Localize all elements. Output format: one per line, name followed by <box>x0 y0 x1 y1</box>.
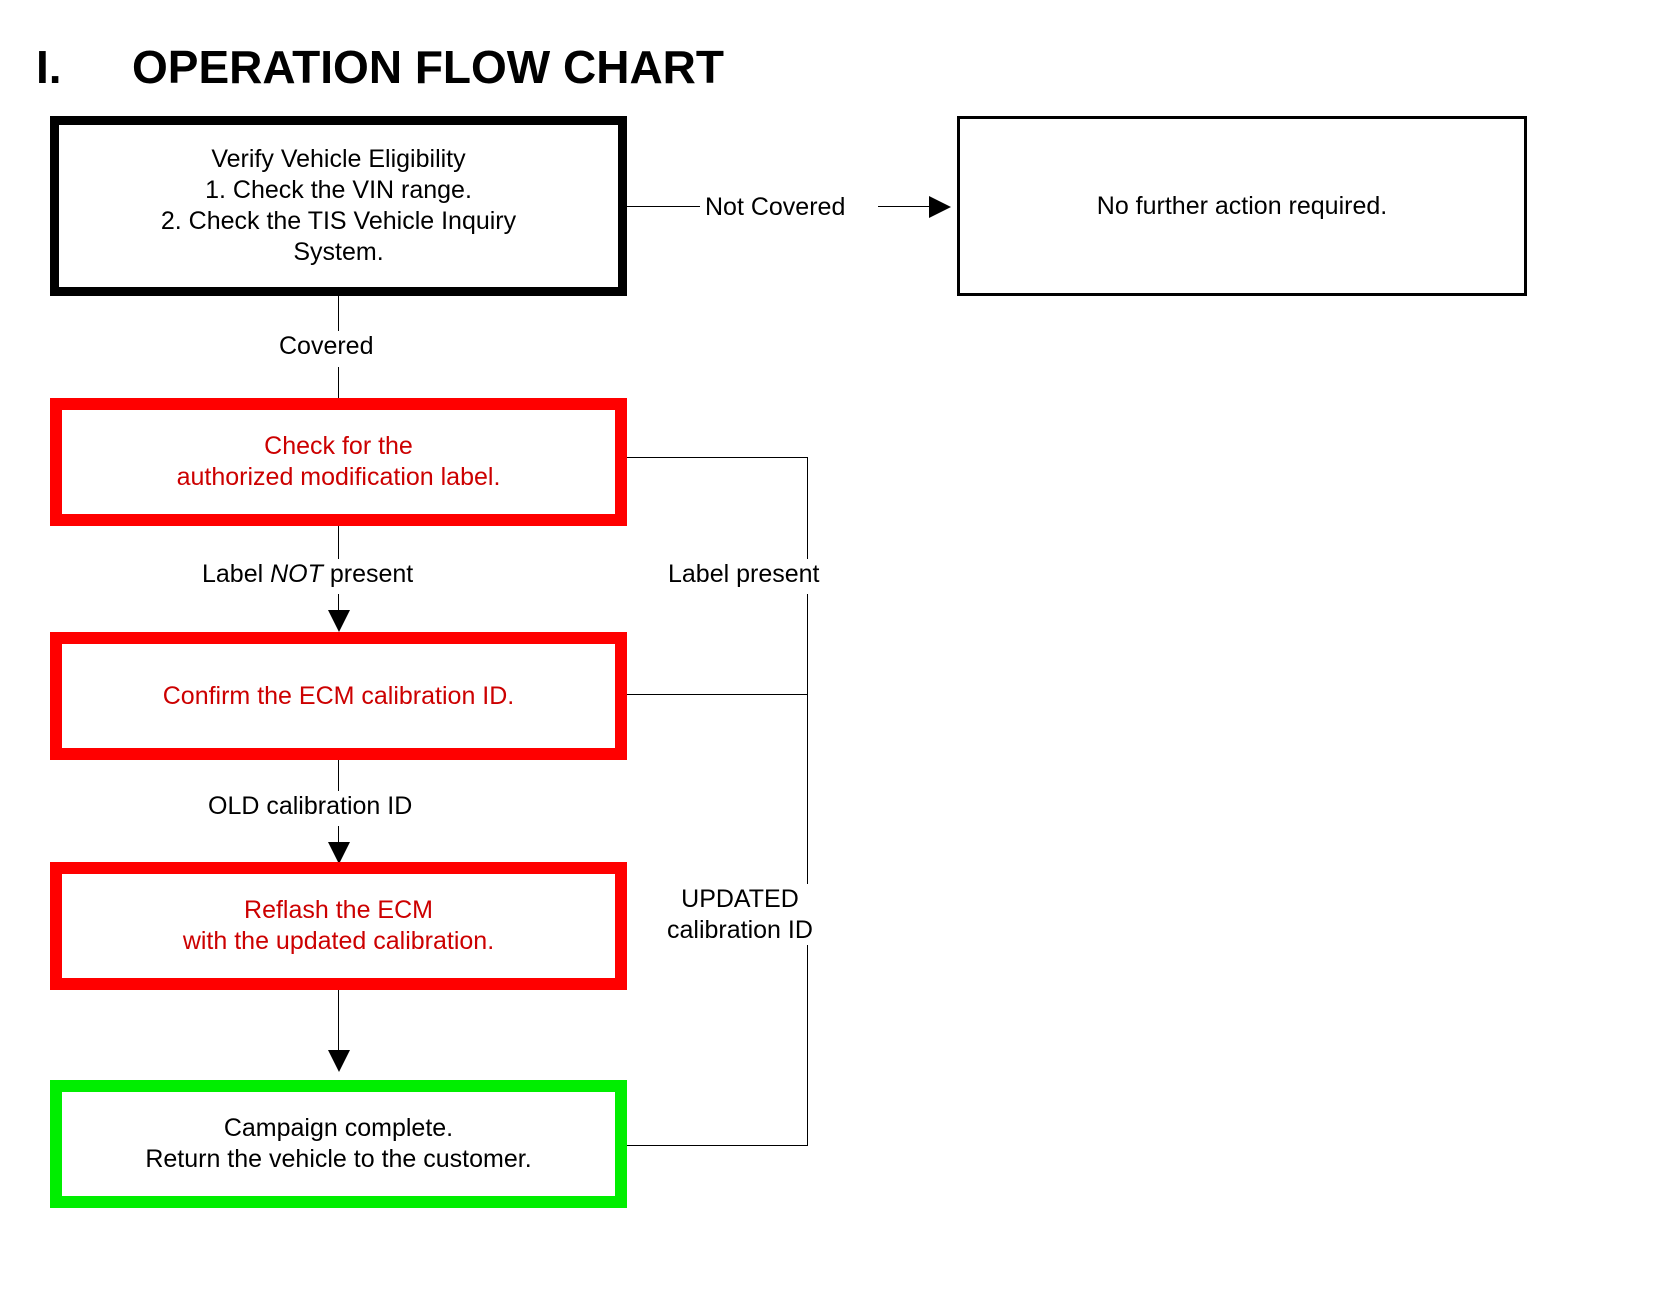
node-verify-line-4: System. <box>293 238 384 266</box>
node-reflash-ecm-line-1: Reflash the ECM <box>244 896 433 924</box>
edge-old-calibration-line-upper <box>338 760 339 792</box>
edge-label-updated-calibration-id: UPDATED calibration ID <box>662 884 818 945</box>
edge-label-label-not-present: Label NOT present <box>197 559 419 590</box>
node-check-label-line-2: authorized modification label. <box>176 463 501 491</box>
edge-label-not-covered: Not Covered <box>700 192 851 223</box>
node-verify-vehicle-eligibility: Verify Vehicle Eligibility 1. Check the … <box>50 116 627 296</box>
edge-label-not-present-post: present <box>322 560 414 588</box>
edge-label-present-line-v-upper <box>807 457 808 560</box>
edge-label-not-present-line-upper <box>338 526 339 560</box>
edge-updated-calibration-line-h <box>627 694 808 695</box>
edge-label-not-present-line-lower <box>338 594 339 616</box>
edge-not-covered-arrowhead <box>929 196 951 218</box>
node-reflash-ecm-line-2: with the updated calibration. <box>182 927 495 955</box>
edge-old-calibration-arrowhead <box>328 842 350 864</box>
node-check-modification-label: Check for the authorized modification la… <box>50 398 627 526</box>
edge-label-not-present-pre: Label <box>202 560 271 588</box>
edge-not-covered-line-left <box>627 206 707 207</box>
page-title-text: OPERATION FLOW CHART <box>132 41 724 93</box>
node-complete-line-1: Campaign complete. <box>223 1114 454 1142</box>
edge-covered-line-lower <box>338 367 339 398</box>
edge-label-not-present-emphasis: NOT <box>270 560 323 588</box>
node-verify-line-1: Verify Vehicle Eligibility <box>211 145 466 173</box>
edge-label-updated-line-1: UPDATED <box>681 885 799 913</box>
edge-label-old-calibration-id: OLD calibration ID <box>203 791 418 822</box>
edge-covered-line-upper <box>338 296 339 332</box>
node-no-further-action: No further action required. <box>957 116 1527 296</box>
edge-old-calibration-line-lower <box>338 826 339 848</box>
node-reflash-ecm: Reflash the ECM with the updated calibra… <box>50 862 627 990</box>
edge-reflash-to-complete-line <box>338 990 339 1056</box>
page-title: I. OPERATION FLOW CHART <box>36 40 724 94</box>
node-confirm-ecm-line-1: Confirm the ECM calibration ID. <box>162 681 515 710</box>
edge-label-label-present: Label present <box>663 559 825 590</box>
node-campaign-complete: Campaign complete. Return the vehicle to… <box>50 1080 627 1208</box>
edge-reflash-to-complete-arrowhead <box>328 1050 350 1072</box>
node-complete-line-2: Return the vehicle to the customer. <box>145 1145 532 1173</box>
edge-label-covered: Covered <box>274 331 379 362</box>
node-check-label-line-1: Check for the <box>264 432 413 460</box>
node-verify-line-2: 1. Check the VIN range. <box>205 176 472 204</box>
node-no-action-line-1: No further action required. <box>1096 191 1388 220</box>
edge-label-present-line-h <box>627 457 808 458</box>
edge-label-present-line-v-lower <box>807 594 808 1146</box>
edge-label-updated-line-2: calibration ID <box>667 915 813 944</box>
edge-label-not-present-arrowhead <box>328 610 350 632</box>
edge-not-covered-line-right <box>878 206 936 207</box>
edge-right-trunk-join-complete <box>627 1145 808 1146</box>
node-confirm-ecm-calibration-id: Confirm the ECM calibration ID. <box>50 632 627 760</box>
node-verify-line-3: 2. Check the TIS Vehicle Inquiry <box>160 207 517 235</box>
page-title-numeral: I. <box>36 41 62 93</box>
